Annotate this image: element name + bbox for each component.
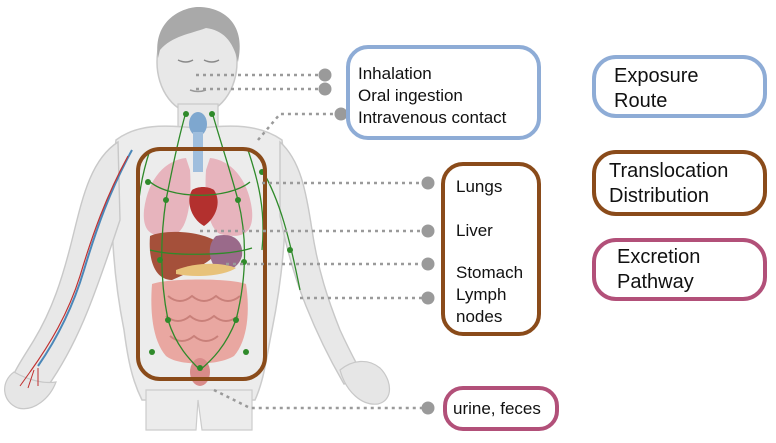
trachea [193, 132, 203, 172]
distribution-item-lungs: Lungs [456, 177, 503, 196]
distribution-box: Lungs Liver Stomach Lymph nodes [441, 162, 541, 336]
dot-liver [421, 224, 435, 238]
left-arm [9, 140, 121, 399]
connector-excretion [213, 388, 424, 410]
exposure-item-oral: Oral ingestion [358, 86, 463, 105]
excretion-box: urine, feces [443, 386, 559, 431]
distribution-item-nodes: nodes [456, 307, 503, 326]
left-hand [4, 371, 57, 410]
legend-exposure-label: Exposure Route [614, 64, 699, 114]
hair [157, 6, 240, 62]
legend-distribution: Translocation Distribution [592, 150, 767, 216]
connector-intravenous [257, 112, 338, 141]
thyroid [189, 112, 207, 136]
dot-inhalation [318, 68, 332, 82]
legend-exposure: Exposure Route [592, 55, 767, 118]
right-lung [205, 158, 253, 236]
eyes [177, 59, 220, 63]
heart [189, 187, 218, 226]
legend-excretion: Excretion Pathway [592, 238, 767, 301]
connectors [196, 73, 424, 410]
liver [149, 231, 222, 280]
distribution-item-stomach: Stomach [456, 263, 524, 282]
legend-excretion-line-1: Excretion [617, 246, 701, 268]
legend-excretion-line-2: Pathway [617, 271, 694, 293]
legend-exposure-line-1: Exposure [614, 65, 699, 87]
dot-stomach [421, 257, 435, 271]
dot-lymph [421, 291, 435, 305]
dot-lungs [421, 176, 435, 190]
legend-exposure-line-2: Route [614, 90, 668, 112]
excretion-text: urine, feces [453, 399, 541, 418]
exposure-box: Inhalation Oral ingestion Intravenous co… [346, 45, 541, 140]
dot-intravenous [334, 107, 348, 121]
pancreas [176, 263, 236, 276]
hand-vessels [19, 368, 39, 389]
legend-distribution-line-1: Translocation [609, 160, 729, 182]
arm-vein [37, 149, 133, 367]
legend-distribution-label: Translocation Distribution [609, 159, 728, 209]
mouth [189, 89, 207, 93]
distribution-item-liver: Liver [456, 221, 493, 240]
connector-dots [318, 68, 435, 415]
dot-oral [318, 82, 332, 96]
distribution-item-lymph: Lymph [456, 285, 507, 304]
legend-distribution-line-2: Distribution [609, 185, 710, 207]
arm-artery [29, 155, 129, 373]
exposure-list: Inhalation Oral ingestion Intravenous co… [358, 63, 506, 129]
legend-excretion-label: Excretion Pathway [617, 245, 700, 295]
exposure-item-inhalation: Inhalation [358, 64, 432, 83]
organ-frame [136, 147, 267, 381]
legs [145, 389, 253, 431]
exposure-item-intravenous: Intravenous contact [358, 108, 507, 127]
right-arm [279, 140, 365, 385]
right-hand [339, 360, 391, 405]
dot-excretion [421, 401, 435, 415]
body-illustration [4, 6, 391, 431]
